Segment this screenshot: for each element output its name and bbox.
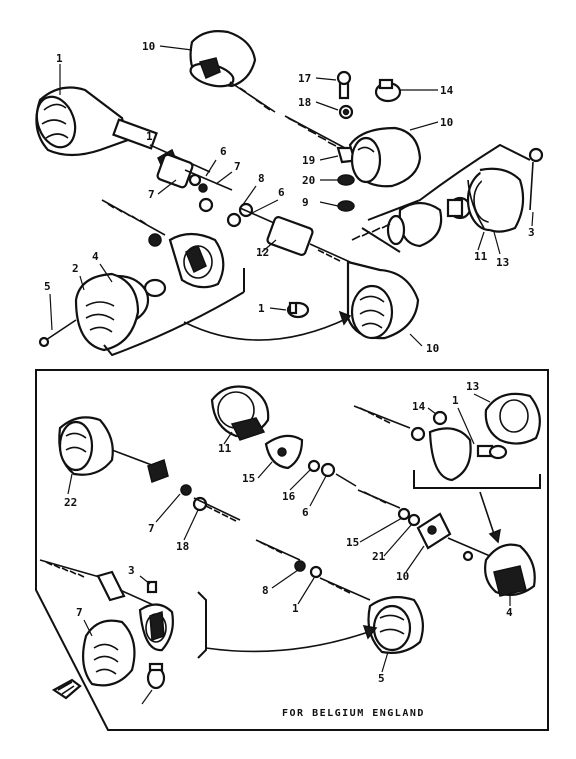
callout-label: 14 bbox=[440, 84, 454, 97]
callout-label: 10 bbox=[142, 40, 155, 53]
lower-middle-rod bbox=[357, 489, 536, 597]
callout-label: 5 bbox=[378, 672, 385, 685]
front-left-flasher-lamp bbox=[35, 86, 158, 157]
callout-label: 16 bbox=[282, 490, 296, 503]
upper-left-stem bbox=[149, 144, 233, 213]
callout-label: 10 bbox=[396, 570, 409, 583]
middle-stem bbox=[226, 202, 351, 263]
callout-label: 10 bbox=[426, 342, 439, 355]
callout-label: 1 bbox=[452, 394, 459, 407]
callout-label: 22 bbox=[64, 496, 77, 509]
callout-label: 9 bbox=[302, 196, 309, 209]
lower-top-lamp bbox=[210, 385, 357, 487]
right-bracket-assembly bbox=[351, 143, 544, 253]
callout-label: 20 bbox=[302, 174, 315, 187]
callout-label: 4 bbox=[506, 606, 513, 619]
front-direction-arrow bbox=[51, 678, 82, 700]
callout-label: 18 bbox=[298, 96, 311, 109]
callout-label: 5 bbox=[44, 280, 51, 293]
upper-cable-rod bbox=[284, 115, 346, 149]
callout-label: 8 bbox=[262, 584, 269, 597]
callout-label: 15 bbox=[242, 472, 255, 485]
callout-label: 21 bbox=[372, 550, 386, 563]
callout-label: 11 bbox=[474, 250, 488, 263]
rear-right-flasher-lamp bbox=[346, 260, 420, 340]
region-note: FOR BELGIUM ENGLAND bbox=[282, 708, 425, 719]
upper-brackets bbox=[103, 268, 245, 357]
callout-label: 10 bbox=[440, 116, 453, 129]
callout-label: 4 bbox=[92, 250, 99, 263]
bulb-and-arrow bbox=[183, 301, 352, 341]
lower-bracket bbox=[197, 591, 378, 659]
callout-label: 3 bbox=[128, 564, 135, 577]
callout-label: 15 bbox=[346, 536, 359, 549]
callout-label: 2 bbox=[72, 262, 79, 275]
callout-label: 7 bbox=[148, 522, 155, 535]
upper-right-lamp bbox=[348, 126, 422, 188]
lower-rear-right-lamp bbox=[367, 595, 425, 654]
callout-label: 19 bbox=[302, 154, 315, 167]
callout-label: 1 bbox=[146, 130, 153, 143]
lower-right-lamp bbox=[353, 392, 541, 544]
upper-top-lamp bbox=[189, 30, 276, 113]
callout-label: 6 bbox=[278, 186, 285, 199]
callout-label: 1 bbox=[56, 52, 63, 65]
callout-label: 18 bbox=[176, 540, 189, 553]
callout-label: 1 bbox=[258, 302, 265, 315]
callout-label: 8 bbox=[258, 172, 265, 185]
callout-label: 14 bbox=[412, 400, 426, 413]
lower-front-left-lamp bbox=[58, 416, 241, 522]
rear-left-flasher-lamp bbox=[38, 199, 225, 352]
callout-label: 3 bbox=[528, 226, 535, 239]
callout-label: 6 bbox=[302, 506, 309, 519]
lower-rear-left-lamp bbox=[39, 559, 174, 690]
lower-box bbox=[35, 369, 549, 731]
callout-label: 7 bbox=[148, 188, 155, 201]
callout-label: 6 bbox=[220, 145, 227, 158]
callout-label: 7 bbox=[76, 606, 83, 619]
callout-label: 7 bbox=[234, 160, 241, 173]
callout-label: 13 bbox=[496, 256, 509, 269]
callout-label: 11 bbox=[218, 442, 232, 455]
bulb bbox=[374, 78, 402, 103]
callout-labels: 1 10 17 14 18 10 1 6 7 19 20 9 7 8 6 12 … bbox=[44, 40, 535, 719]
callout-label: 17 bbox=[298, 72, 311, 85]
lower-center-rod bbox=[255, 539, 371, 601]
upper-assembly bbox=[35, 30, 544, 357]
callout-label: 13 bbox=[466, 380, 479, 393]
callout-label: 1 bbox=[292, 602, 299, 615]
